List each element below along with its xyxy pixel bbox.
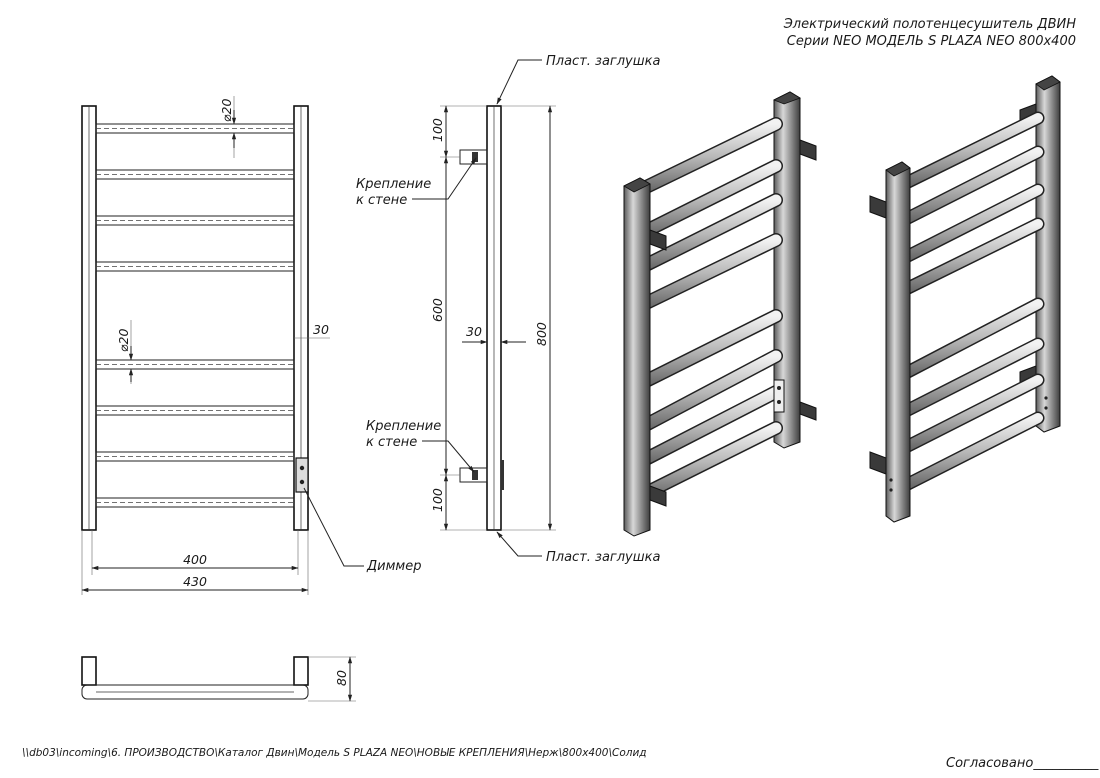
cap-top-label: Пласт. заглушка bbox=[546, 54, 660, 69]
front-bars bbox=[95, 123, 295, 508]
mount-top-line-2: к стене bbox=[356, 193, 407, 208]
top-view-right-post bbox=[293, 656, 309, 686]
isometric-front-view bbox=[623, 91, 817, 537]
top-view-dim-80: 80 bbox=[334, 670, 349, 686]
side-dim-100-top: 100 bbox=[430, 118, 445, 142]
mount-bottom-line-1: Крепление bbox=[366, 419, 441, 434]
side-view: 100 600 100 800 30 Пласт. заглушка Пласт… bbox=[356, 54, 660, 565]
dimmer-block bbox=[295, 457, 309, 493]
file-path: \\db03\incoming\6. ПРОИЗВОДСТВО\Каталог … bbox=[22, 747, 647, 759]
iso-front-bars bbox=[633, 117, 783, 503]
isometric-back-view bbox=[869, 75, 1061, 523]
top-view: 80 bbox=[81, 656, 356, 702]
side-dim-800: 800 bbox=[534, 322, 549, 346]
side-dim-600: 600 bbox=[430, 298, 445, 322]
title-line-1: Электрический полотенцесушитель ДВИН bbox=[783, 17, 1077, 32]
top-view-rail bbox=[81, 684, 309, 700]
mount-top-line-1: Крепление bbox=[356, 177, 431, 192]
iso-dimmer bbox=[773, 379, 785, 413]
front-width-400: 400 bbox=[183, 552, 207, 567]
front-diameter-mid: ⌀20 bbox=[116, 329, 131, 352]
front-width-430: 430 bbox=[183, 574, 207, 589]
front-dim-30: 30 bbox=[313, 322, 329, 337]
iso-back-bars bbox=[897, 111, 1045, 493]
mount-bottom-line-2: к стене bbox=[366, 435, 417, 450]
side-dim-30: 30 bbox=[466, 324, 482, 339]
top-view-left-post bbox=[81, 656, 97, 686]
front-view: ⌀20 ⌀20 30 400 430 Диммер bbox=[81, 96, 421, 595]
front-diameter-top: ⌀20 bbox=[219, 99, 234, 122]
dimmer-label: Диммер bbox=[366, 559, 421, 574]
title-line-2: Серии NEO МОДЕЛЬ S PLAZA NEO 800х400 bbox=[787, 34, 1076, 49]
approval-signature-line: Согласовано__________ bbox=[946, 756, 1099, 771]
title-block: Электрический полотенцесушитель ДВИН Сер… bbox=[783, 17, 1077, 49]
side-dim-100-bottom: 100 bbox=[430, 488, 445, 512]
cap-bottom-label: Пласт. заглушка bbox=[546, 550, 660, 565]
